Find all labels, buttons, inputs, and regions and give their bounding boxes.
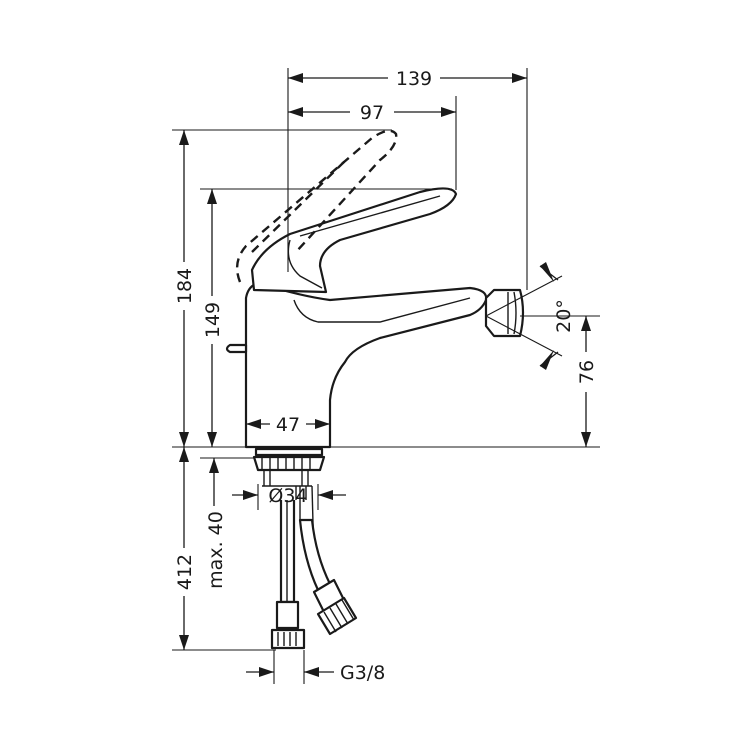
dimension-lever-reach: 97 xyxy=(288,100,456,124)
max-thickness-label: max. 40 xyxy=(205,511,227,589)
dimension-max-thickness: max. 40 xyxy=(205,458,227,589)
mounting-parts xyxy=(252,447,358,650)
dimension-overall-depth: 139 xyxy=(288,66,527,90)
faucet-body xyxy=(225,187,525,449)
hose-length-label: 412 xyxy=(174,554,196,590)
outlet-height-label: 76 xyxy=(576,360,598,384)
dimension-base-width: 47 xyxy=(246,412,330,436)
dimension-hole-diameter: Ø34 xyxy=(232,485,346,507)
dimension-connection-thread: G3/8 xyxy=(246,662,385,684)
dimension-spout-height: 149 xyxy=(200,189,224,447)
spout-angle-label: 20° xyxy=(553,299,575,333)
dimension-outlet-height: 76 xyxy=(574,316,598,447)
lever-reach-label: 97 xyxy=(360,102,384,124)
dimension-hose-length: 412 xyxy=(172,447,196,650)
overall-height-label: 184 xyxy=(174,268,196,304)
overall-depth-label: 139 xyxy=(396,68,432,90)
extension-lines xyxy=(172,68,600,684)
base-width-label: 47 xyxy=(276,414,300,436)
lever-open-position xyxy=(235,129,398,283)
dimension-spout-angle: 20° xyxy=(539,262,575,370)
connection-thread-label: G3/8 xyxy=(340,662,385,684)
spout-height-label: 149 xyxy=(202,302,224,338)
hole-diameter-label: Ø34 xyxy=(268,485,307,507)
dimension-overall-height: 184 xyxy=(172,130,196,447)
